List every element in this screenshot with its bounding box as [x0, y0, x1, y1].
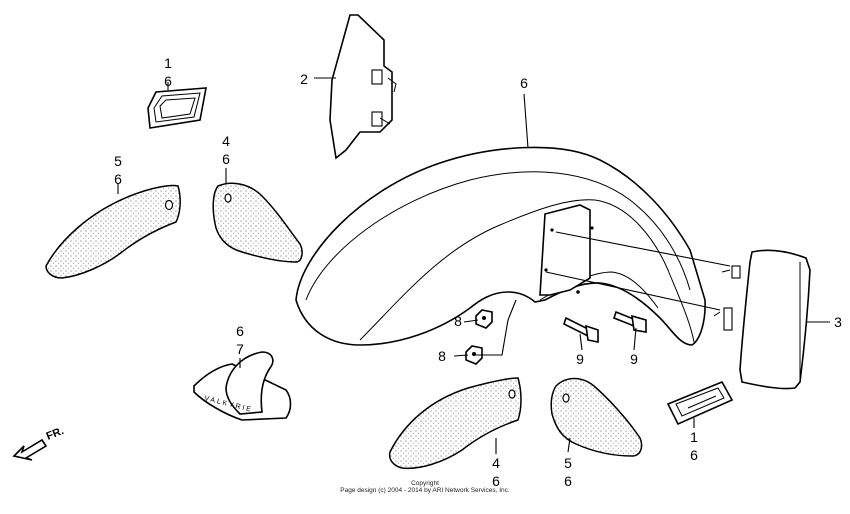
- copyright-line-1: Copyright: [411, 480, 439, 487]
- callout-c3-line-0: 6: [520, 75, 528, 91]
- callout-c13-line-0: 5: [564, 455, 572, 471]
- direction-label: FR.: [45, 425, 66, 443]
- reflector-bottom: [666, 380, 734, 426]
- callout-c13-line-1: 6: [564, 473, 572, 489]
- callout-c10-line-0: 9: [630, 351, 638, 367]
- callout-c5-line-0: 5: [114, 153, 122, 169]
- bolt-right: [613, 310, 647, 333]
- callout-c12-line-1: 6: [492, 473, 500, 489]
- callout-c9-line-0: 9: [576, 351, 584, 367]
- fender-bracket: [329, 14, 397, 160]
- callout-c11-line-0: 6: [236, 323, 244, 339]
- callout-c14-line-0: 1: [690, 429, 698, 445]
- callout-c4-line-0: 4: [222, 133, 230, 149]
- callout-c8-line-0: 8: [438, 348, 446, 364]
- bolt-left: [563, 316, 599, 343]
- callout-c7-line-0: 8: [454, 313, 462, 329]
- emblem-valkyrie: VALKYRIE: [193, 351, 292, 421]
- front-direction-arrow: FR.: [12, 425, 66, 461]
- callout-c6-line-0: 3: [834, 314, 842, 330]
- side-cover-right: [713, 249, 811, 390]
- callout-c12-line-0: 4: [492, 455, 500, 471]
- side-pad-upper: [212, 182, 303, 263]
- side-pad-left-upper: [45, 184, 181, 279]
- side-pad-lower-left: [388, 377, 522, 470]
- callout-c5-line-1: 6: [114, 171, 122, 187]
- nut-upper: [475, 309, 493, 329]
- callout-c2-line-0: 2: [300, 71, 308, 87]
- copyright-line-2: Page design (c) 2004 - 2014 by ARI Netwo…: [340, 487, 510, 494]
- callout-labels: 1 6 2 6 4 6 5 6 3 8 8 9 9 6 7 4 6 5 6 1 6: [114, 55, 842, 489]
- side-pad-lower-right: [550, 377, 643, 457]
- front-fender: [295, 146, 706, 346]
- callout-c1-line-0: 1: [164, 55, 172, 71]
- callout-c1-line-1: 6: [164, 73, 172, 89]
- reflector-top: [147, 87, 207, 129]
- leader-lines: [117, 77, 830, 454]
- callout-c4-line-1: 6: [222, 151, 230, 167]
- callout-c11-line-1: 7: [236, 341, 244, 357]
- callout-c14-line-1: 6: [690, 447, 698, 463]
